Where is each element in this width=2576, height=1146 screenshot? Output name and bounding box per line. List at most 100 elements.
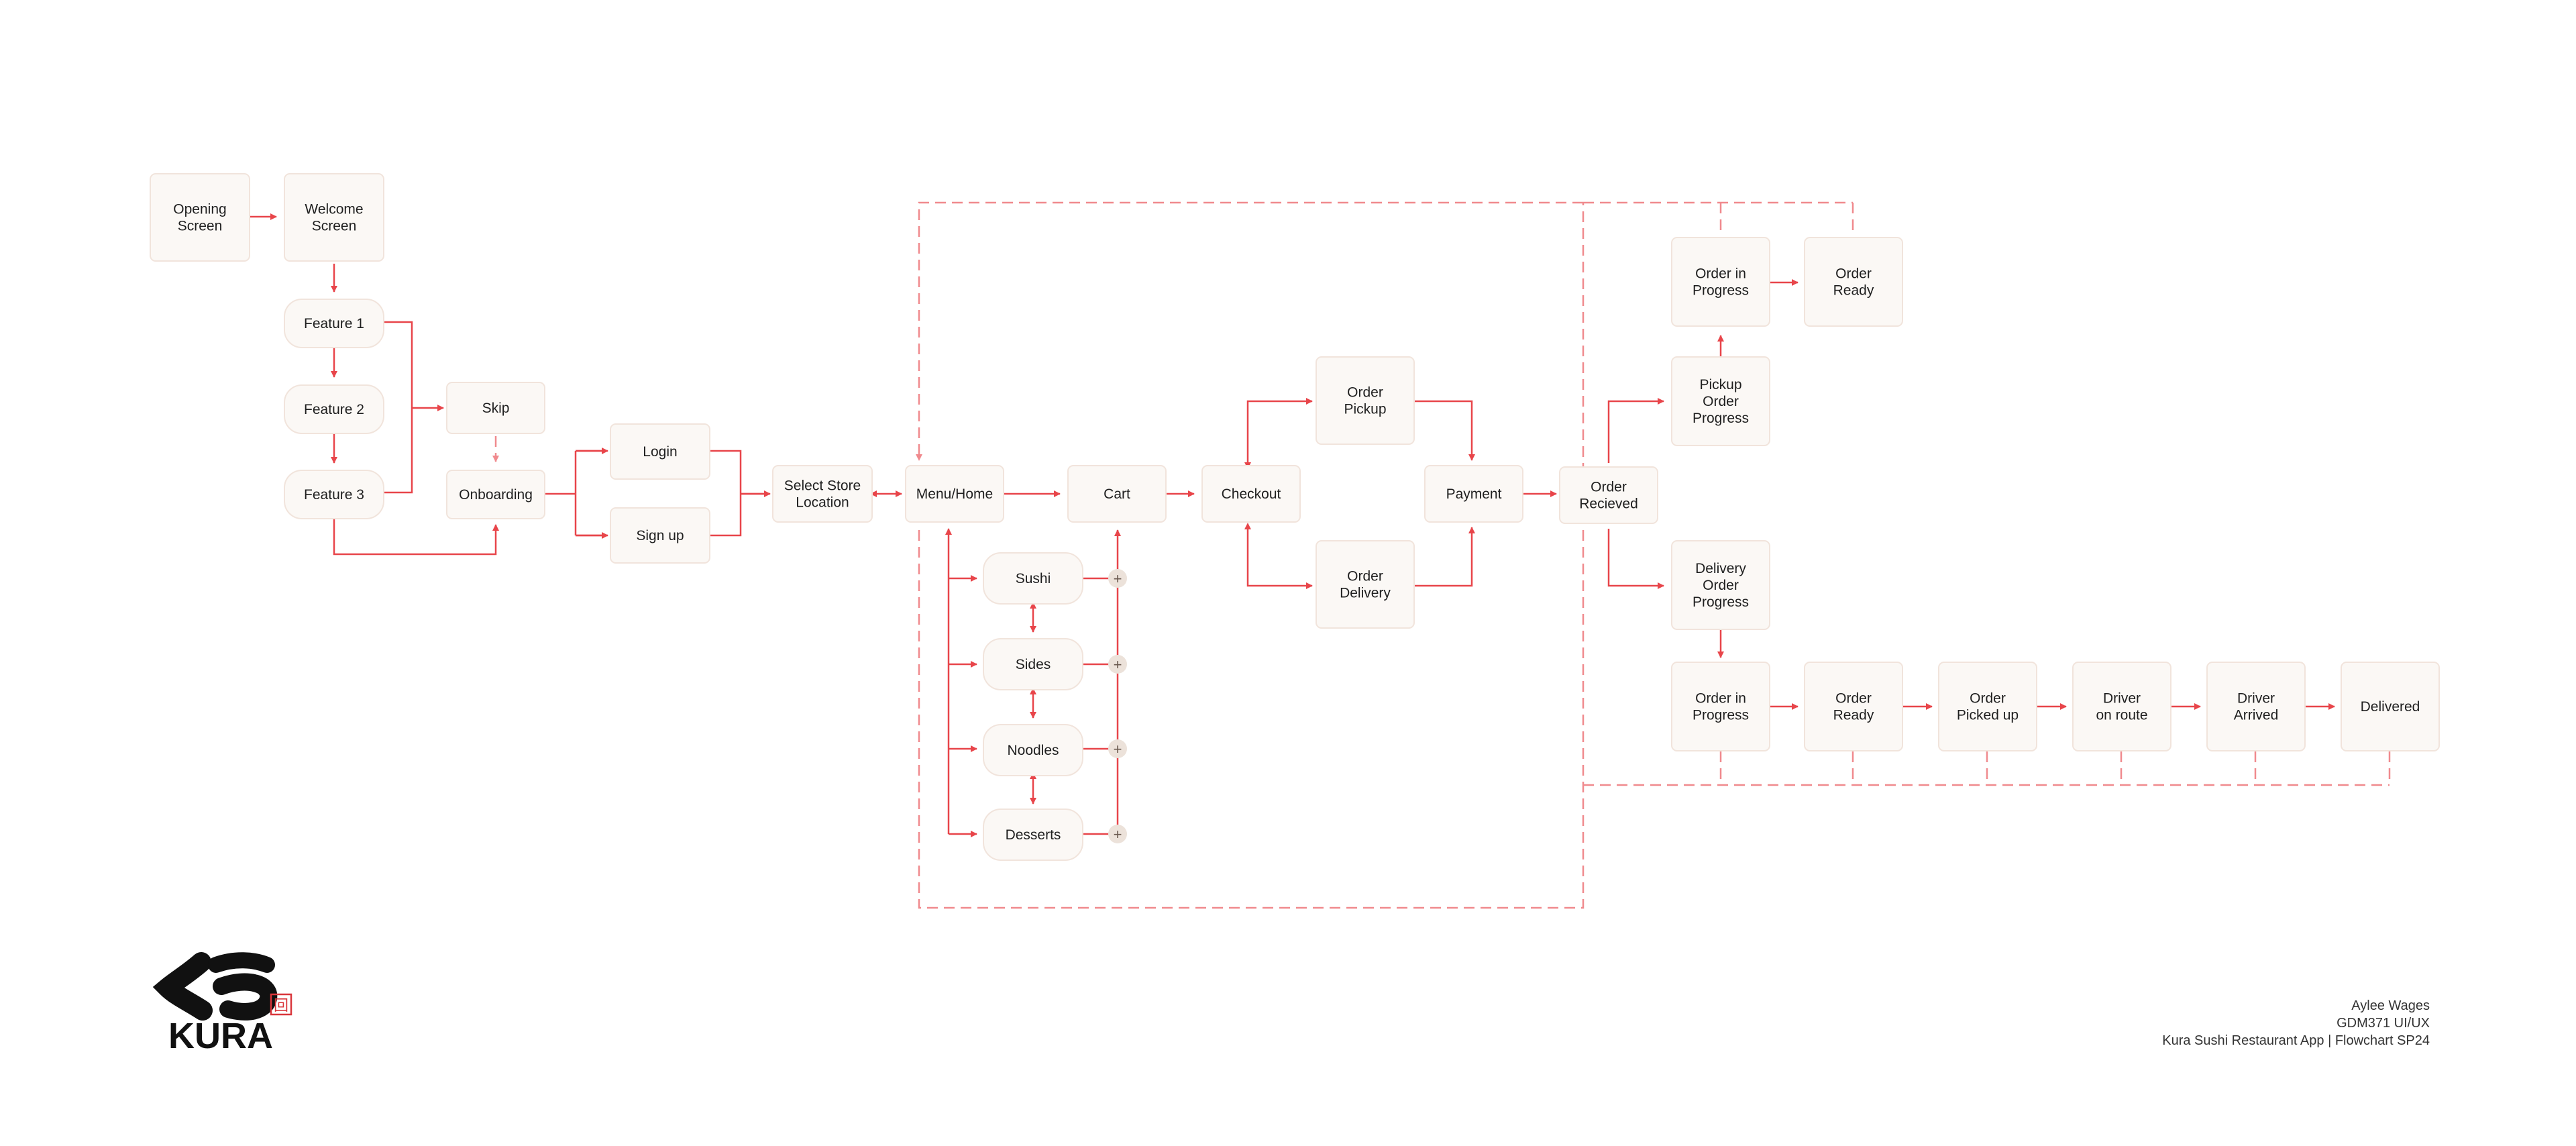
credit-project: Kura Sushi Restaurant App | Flowchart SP… — [2162, 1033, 2430, 1048]
node-box — [1316, 356, 1415, 445]
delivery-return-connector — [1583, 751, 2391, 786]
node-label: Opening — [173, 202, 226, 217]
kura-logo: 回 KURA — [152, 952, 292, 1056]
node-label: Screen — [312, 219, 357, 234]
node-box — [983, 552, 1083, 605]
node-cart: Cart — [1067, 465, 1167, 523]
node-label: Ready — [1833, 283, 1874, 299]
plus-symbol: + — [1114, 826, 1122, 843]
node-label: Arrived — [2234, 708, 2279, 723]
node-label: Noodles — [1007, 743, 1059, 758]
node-box — [1938, 662, 2037, 751]
node-sign-up: Sign up — [610, 507, 710, 564]
node-box — [284, 470, 384, 519]
node-box — [1804, 662, 1903, 751]
add-to-cart-icon[interactable]: + — [1108, 569, 1127, 588]
node-label: Cart — [1104, 486, 1130, 502]
connector — [545, 450, 606, 537]
node-label: Order — [1835, 691, 1872, 707]
node-box — [1424, 465, 1523, 523]
menu-return-connector — [916, 201, 1583, 461]
node-label: Delivered — [2361, 699, 2420, 715]
node-box — [983, 809, 1083, 861]
node-label: Pickup — [1699, 377, 1741, 393]
node-label: Onboarding — [459, 487, 533, 503]
add-to-cart-icon[interactable]: + — [1108, 739, 1127, 758]
menu-loop-connector — [918, 203, 1585, 909]
node-box — [983, 724, 1083, 776]
node-checkout: Checkout — [1201, 465, 1301, 523]
node-box — [1671, 540, 1770, 630]
node-label: Select Store — [784, 478, 861, 494]
node-login: Login — [610, 423, 710, 480]
node-box — [905, 465, 1004, 523]
node-feature-2: Feature 2 — [284, 384, 384, 434]
node-label: Feature 1 — [304, 316, 364, 331]
node-box — [610, 507, 710, 564]
node-label: Order — [1835, 266, 1872, 282]
node-label: Sides — [1016, 657, 1051, 672]
logo-brush-stroke — [213, 973, 278, 1021]
node-sides: Sides — [983, 638, 1083, 690]
node-label: Order — [1970, 691, 2006, 707]
node-payment: Payment — [1424, 465, 1523, 523]
node-label: Delivery — [1340, 586, 1391, 601]
node-label: Order in — [1695, 691, 1746, 707]
node-box — [1201, 465, 1301, 523]
node-box — [1804, 237, 1903, 327]
node-label: Menu/Home — [916, 486, 993, 502]
node-box — [1671, 356, 1770, 446]
node-box — [610, 423, 710, 480]
add-to-cart-icon[interactable]: + — [1108, 655, 1127, 674]
node-feature-1: Feature 1 — [284, 299, 384, 348]
node-label: Location — [796, 495, 849, 511]
connector — [1244, 523, 1313, 589]
node-sushi: Sushi — [983, 552, 1083, 605]
node-label: Desserts — [1006, 827, 1061, 843]
logo-wordmark: KURA — [168, 1016, 273, 1056]
node-box — [284, 173, 384, 262]
plus-circle — [1108, 739, 1127, 758]
node-label: Welcome — [305, 202, 363, 217]
node-label: Driver — [2237, 691, 2275, 707]
node-box — [1559, 466, 1658, 524]
connector — [1083, 577, 1110, 835]
node-label: on route — [2096, 708, 2147, 723]
node-label: Ready — [1833, 708, 1874, 723]
node-box — [284, 299, 384, 348]
node-noodles: Noodles — [983, 724, 1083, 776]
node-label: Order — [1703, 394, 1739, 409]
plus-circle — [1108, 825, 1127, 843]
node-label: Feature 2 — [304, 402, 364, 417]
node-label: Order — [1347, 569, 1383, 584]
node-label: Driver — [2103, 691, 2141, 707]
node-box — [446, 382, 545, 434]
node-label: Order — [1591, 480, 1627, 495]
add-to-cart-icon[interactable]: + — [1108, 825, 1127, 843]
credit-author: Aylee Wages — [2351, 998, 2430, 1013]
connector — [1409, 527, 1475, 587]
pickup-return-connector — [1583, 201, 1854, 236]
node-box — [2072, 662, 2171, 751]
node-label: Order in — [1695, 266, 1746, 282]
node-box — [1067, 465, 1167, 523]
credits: Aylee Wages GDM371 UI/UX Kura Sushi Rest… — [2162, 997, 2430, 1049]
plus-symbol: + — [1114, 656, 1122, 673]
node-label: Order — [1703, 578, 1739, 593]
connector — [1607, 398, 1664, 463]
node-label: Sign up — [636, 528, 684, 543]
node-label: Picked up — [1957, 708, 2019, 723]
node-label: Recieved — [1579, 497, 1638, 512]
connector — [333, 519, 499, 556]
node-label: Feature 3 — [304, 487, 364, 503]
node-label: Sushi — [1016, 571, 1051, 586]
node-box — [2341, 662, 2440, 751]
